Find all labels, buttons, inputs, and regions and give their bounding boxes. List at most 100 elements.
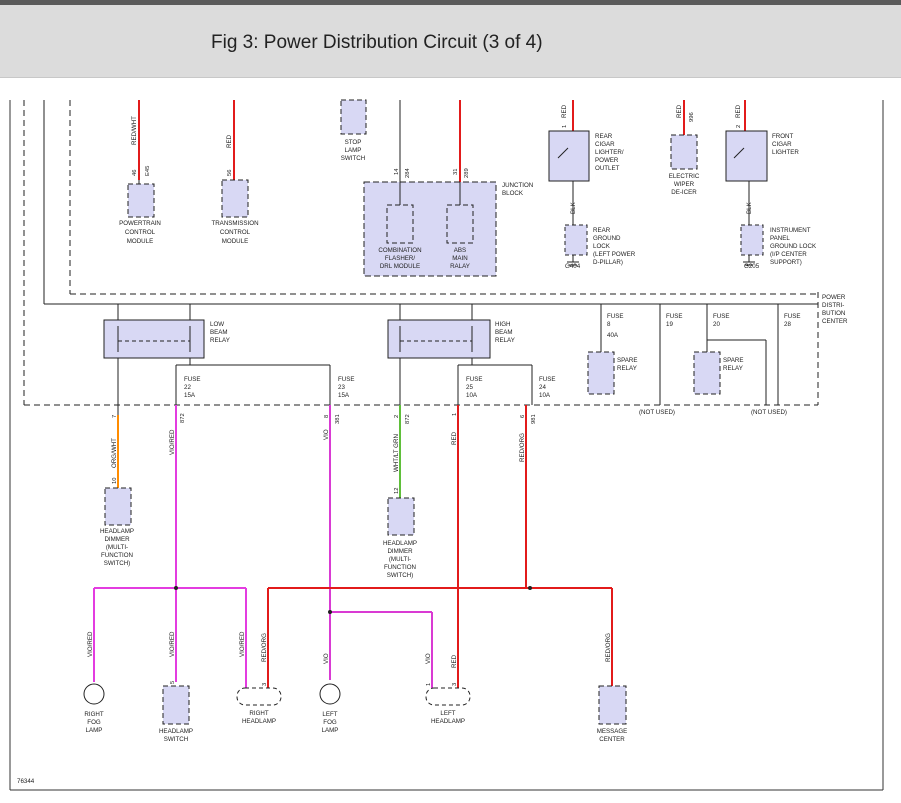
- diagram-text: 15A: [184, 392, 196, 399]
- diagram-text: LIGHTER: [772, 149, 799, 156]
- right-fog-label: RIGHT FOG LAMP: [84, 711, 103, 734]
- fuse-23-label: FUSE 23 15A: [338, 376, 355, 399]
- diagram-text: REAR: [595, 133, 613, 140]
- rear-cigar-pin: 1: [562, 125, 568, 128]
- pcm-label: POWERTRAIN CONTROL MODULE: [119, 220, 161, 245]
- circuit-872-a: 872: [180, 413, 186, 423]
- diagram-text: DIMMER: [104, 536, 130, 543]
- ground-g205: G205: [744, 263, 760, 270]
- diagram-text: SWITCH): [387, 572, 413, 579]
- message-center-label: MESSAGE CENTER: [597, 728, 628, 743]
- stop-lamp-switch-label: STOP LAMP SWITCH: [341, 139, 365, 162]
- diagram-text: HEADLAMP: [242, 718, 276, 725]
- vio-red-wire-headlamp: VIO/RED: [239, 631, 246, 657]
- right-headlamp: [236, 687, 282, 706]
- diagram-text: FUSE: [539, 376, 556, 383]
- not-used-1: (NOT USED): [639, 409, 675, 416]
- diagram-text: CONTROL: [125, 229, 156, 236]
- diagram-text: (MULTI-: [106, 544, 128, 551]
- diagram-text: LAMP: [322, 727, 339, 734]
- red-pin-1: 1: [452, 413, 458, 416]
- left-headlamp-pin-3: 3: [452, 683, 458, 686]
- diagram-text: POWER: [822, 294, 846, 301]
- high-beam-relay-label: HIGH BEAM RELAY: [495, 321, 515, 344]
- red-org-circuit: [267, 405, 613, 690]
- diagram-text: LEFT: [322, 711, 337, 718]
- abs-relay-label: ABS MAIN RALAY: [450, 247, 470, 270]
- dimmer-1-circuit: [104, 405, 132, 526]
- diagram-text: LEFT: [440, 710, 455, 717]
- diagram-text: MODULE: [127, 238, 153, 245]
- diagram-text: GROUND LOCK: [770, 243, 817, 250]
- junction-block-label: JUNCTION BLOCK: [502, 182, 533, 197]
- vio-wire-fog: VIO: [323, 653, 330, 664]
- diagram-text: MODULE: [222, 238, 248, 245]
- spare-relay-1: [587, 304, 615, 395]
- high-beam-relay: [387, 304, 533, 405]
- diagram-text: HEADLAMP: [383, 540, 417, 547]
- fuse-25-label: FUSE 25 10A: [466, 376, 483, 399]
- diagram-text: POWERTRAIN: [119, 220, 161, 227]
- jb-pin-14: 14: [394, 168, 400, 175]
- diagram-text: 25: [466, 384, 473, 391]
- diagram-text: OUTLET: [595, 165, 620, 172]
- deicer-circuit: 996: [689, 112, 695, 122]
- diagram-text: 20: [713, 321, 720, 328]
- diagram-text: POWER: [595, 157, 619, 164]
- diagram-text: DRL MODULE: [380, 263, 420, 270]
- diagram-frame: [9, 100, 884, 791]
- low-beam-relay-label: LOW BEAM RELAY: [210, 321, 230, 344]
- diagram-text: SUPPORT): [770, 259, 802, 266]
- not-used-2: (NOT USED): [751, 409, 787, 416]
- fuse-8-label: FUSE 8 40A: [607, 313, 624, 339]
- diagram-text: RELAY: [495, 337, 515, 344]
- rear-cigar-label: REAR CIGAR LIGHTER/ POWER OUTLET: [595, 133, 624, 172]
- rear-cigar-lighter: [548, 100, 590, 266]
- right-headlamp-label: RIGHT HEADLAMP: [242, 710, 276, 725]
- fuse-19-label: FUSE 19: [666, 313, 683, 328]
- wiper-deicer: [670, 100, 698, 170]
- message-center: [598, 685, 627, 725]
- rear-cigar-ground-wire: BLK: [570, 201, 577, 214]
- diagram-text: BEAM: [210, 329, 228, 336]
- circuit-381: 381: [335, 414, 341, 424]
- diagram-text: LIGHTER/: [595, 149, 624, 156]
- diagram-text: GROUND: [593, 235, 621, 242]
- red-org-wire-headlamp: RED/ORG: [261, 633, 268, 662]
- diagram-text: LOCK: [593, 243, 611, 250]
- diagram-text: CIGAR: [595, 141, 615, 148]
- diagram-text: CONTROL: [220, 229, 251, 236]
- fuse-22-label: FUSE 22 15A: [184, 376, 201, 399]
- diagram-text: 22: [184, 384, 191, 391]
- jb-pin-31: 31: [453, 169, 459, 175]
- diagram-text: ABS: [454, 247, 466, 254]
- dimmer-1-pin: 10: [112, 478, 118, 484]
- pdc-label: POWER DISTRI- BUTION CENTER: [822, 294, 848, 325]
- diagram-text: SWITCH: [164, 736, 188, 743]
- tcm-label: TRANSMISSION CONTROL MODULE: [211, 220, 258, 245]
- junction-block: [363, 100, 497, 277]
- dimmer-2-label: HEADLAMP DIMMER (MULTI- FUNCTION SWITCH): [383, 540, 417, 579]
- area-boundaries: [23, 100, 819, 406]
- vio-red-circuit: [93, 405, 247, 690]
- dimmer-2-pin: 12: [394, 488, 400, 494]
- diagram-text: LAMP: [86, 727, 103, 734]
- diagram-text: LOW: [210, 321, 224, 328]
- diagram-text: FUSE: [713, 313, 730, 320]
- front-cigar-ground-wire: BLK: [746, 201, 753, 214]
- diagram-text: FOG: [323, 719, 337, 726]
- ip-ground-label: INSTRUMENT PANEL GROUND LOCK (I/P CENTER…: [770, 227, 817, 266]
- right-fog-lamp: [83, 683, 105, 705]
- red-wire-main: RED: [451, 431, 458, 445]
- flasher-label: COMBINATION FLASHER/ DRL MODULE: [378, 247, 421, 270]
- front-cigar-wire: RED: [735, 104, 742, 118]
- dimmer-2-pin-top: 2: [394, 415, 400, 418]
- diagram-text: COMBINATION: [378, 247, 421, 254]
- spare-relay-2-label: SPARE RELAY: [723, 357, 744, 372]
- circuit-981: 981: [531, 414, 537, 424]
- vio-pin-8: 8: [324, 415, 330, 418]
- headlamp-switch-label: HEADLAMP SWITCH: [159, 728, 193, 743]
- diagram-text: FUSE: [607, 313, 624, 320]
- tcm-pin: 56: [227, 170, 233, 176]
